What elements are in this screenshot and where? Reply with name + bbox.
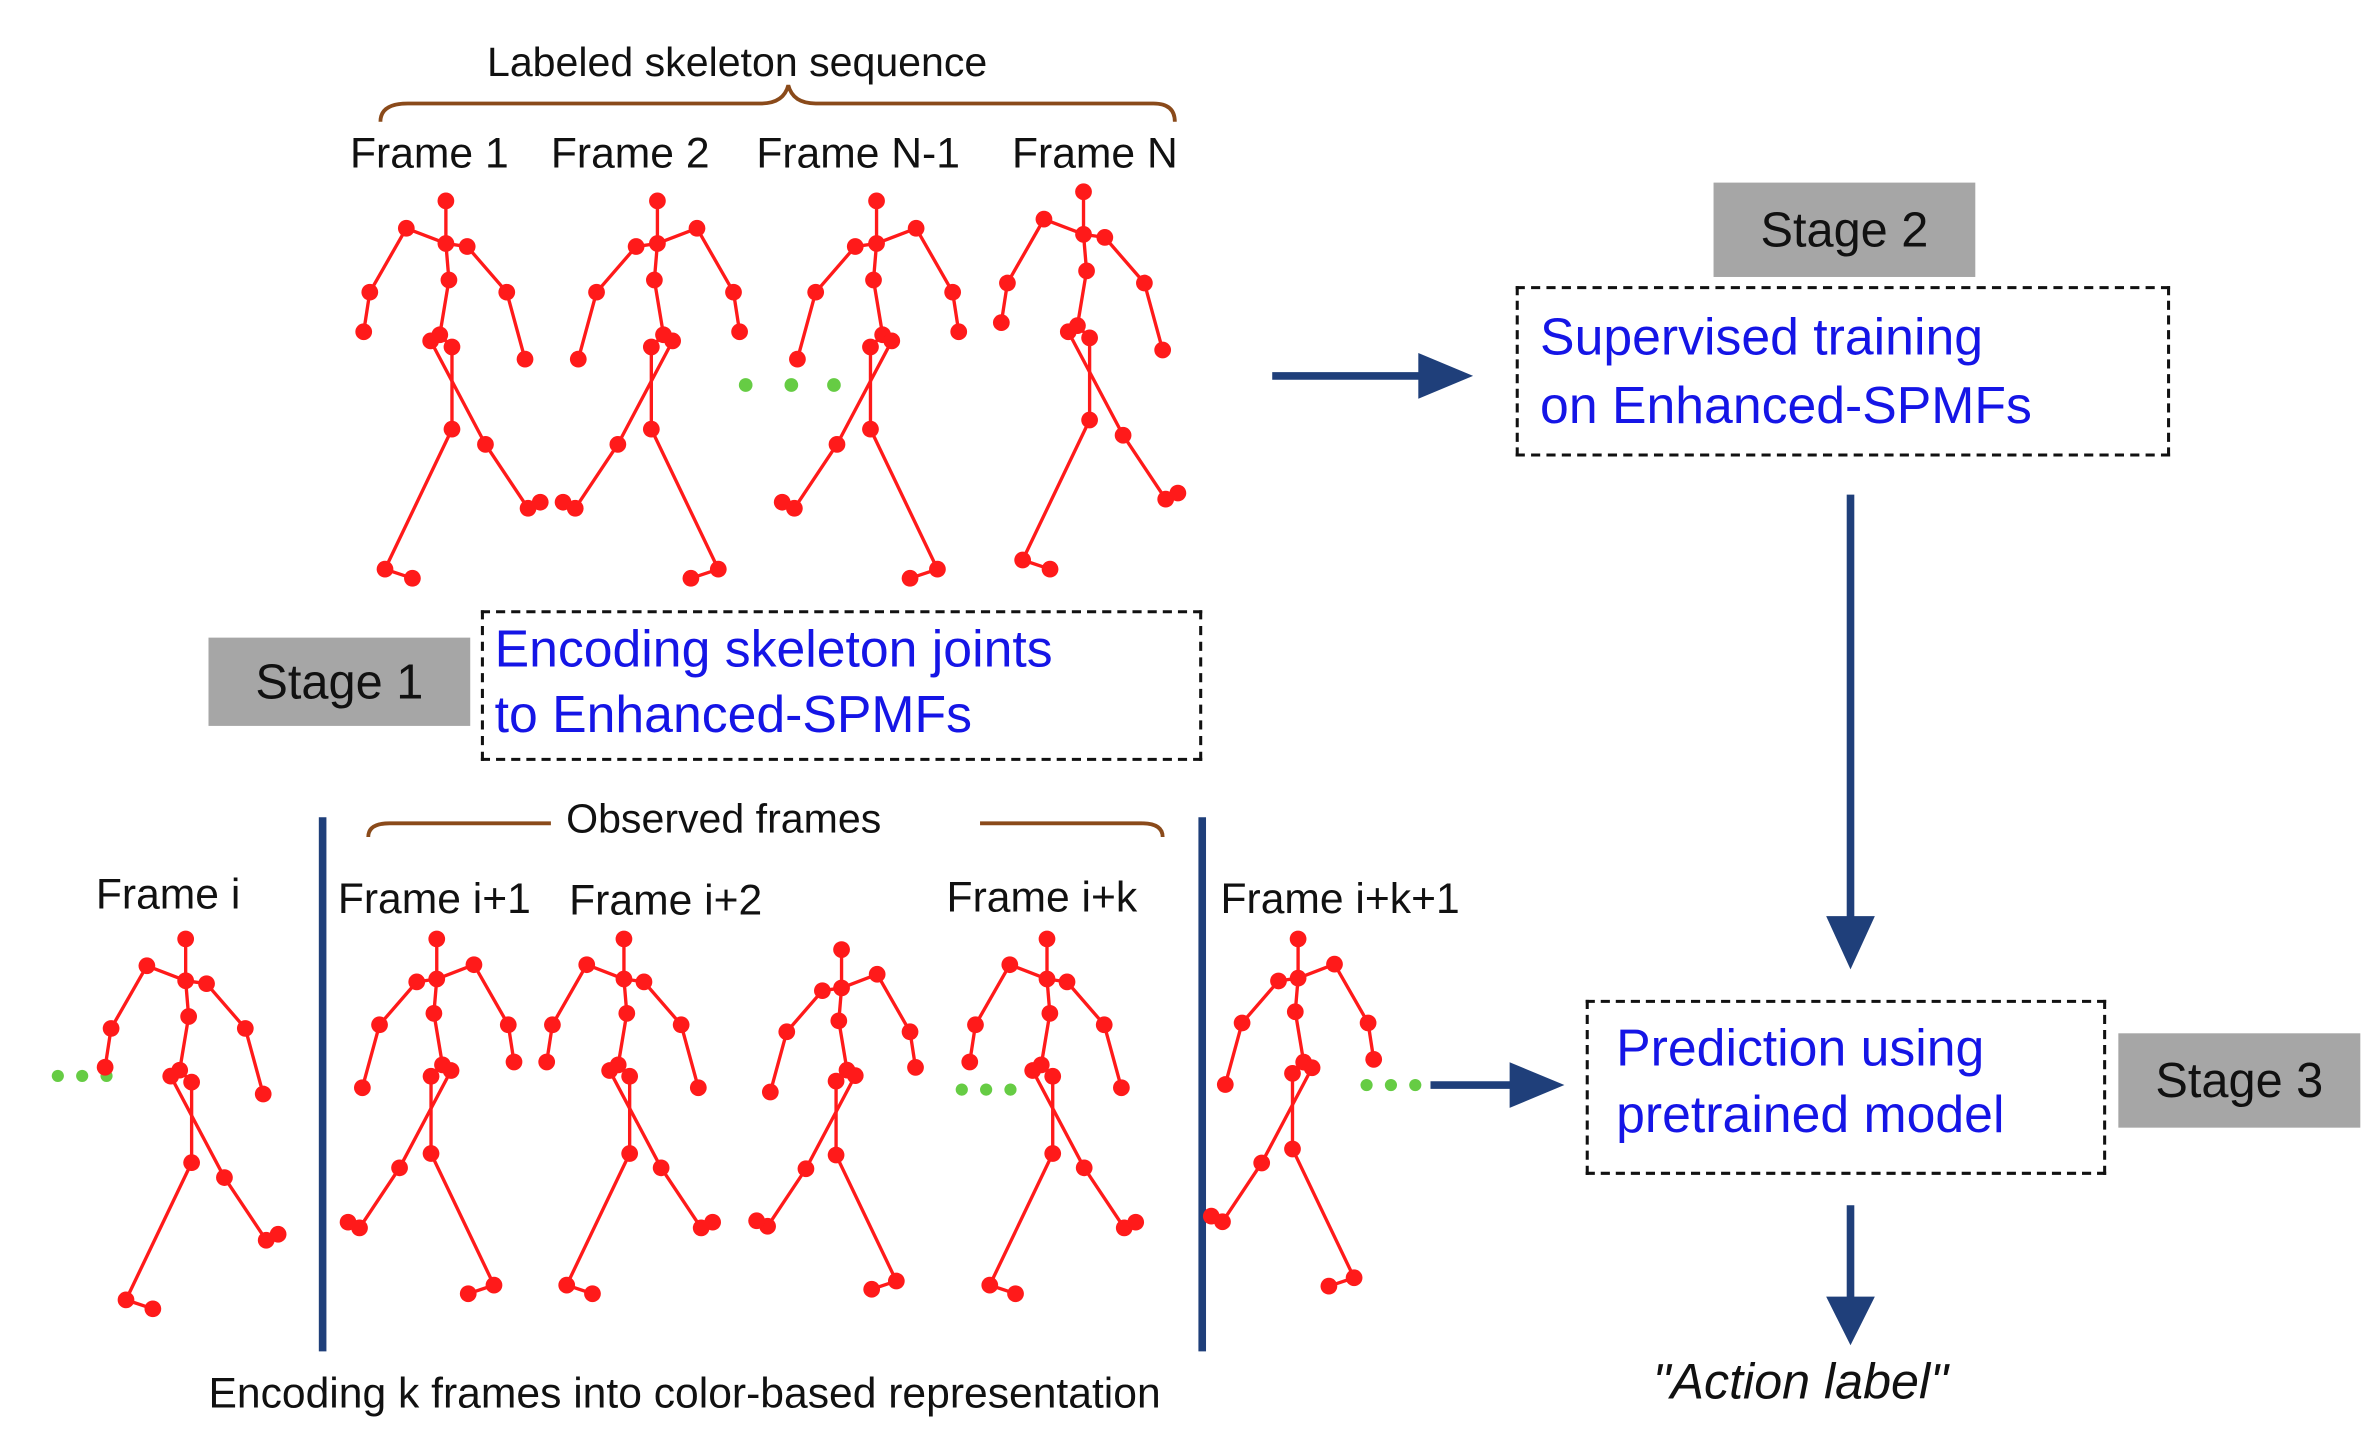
arrow-sequence-to-stage2 bbox=[1272, 353, 1474, 399]
skeleton-figure bbox=[748, 941, 924, 1298]
frame-label-i: Frame i bbox=[95, 870, 241, 918]
skeleton-figure bbox=[339, 930, 523, 1303]
frame-label-ik: Frame i+k bbox=[946, 873, 1138, 921]
stage1-badge: Stage 1 bbox=[208, 637, 471, 726]
stage2-box bbox=[1515, 286, 2171, 457]
stage3-box bbox=[1585, 999, 2107, 1175]
skeleton-figure bbox=[538, 930, 721, 1303]
arrow-frames-to-stage3 bbox=[1430, 1062, 1565, 1108]
labeled-sequence-title: Labeled skeleton sequence bbox=[486, 39, 988, 86]
frame-label-n: Frame N bbox=[1011, 129, 1178, 177]
arrow-stage2-to-stage3 bbox=[1826, 494, 1875, 970]
observed-frames-title: Observed frames bbox=[566, 795, 882, 842]
skeleton-figure bbox=[554, 192, 748, 587]
stage3-badge: Stage 3 bbox=[2118, 1033, 2361, 1128]
stage2-text-line2: on Enhanced-SPMFs bbox=[1540, 377, 2032, 436]
frame-label-n-1: Frame N-1 bbox=[756, 129, 960, 177]
skeleton-figure bbox=[355, 192, 549, 587]
frame-label-1: Frame 1 bbox=[350, 129, 509, 177]
frame-label-i1: Frame i+1 bbox=[337, 875, 531, 923]
skeleton-figure bbox=[1202, 930, 1383, 1295]
stage1-text-line2: to Enhanced-SPMFs bbox=[494, 686, 972, 745]
stage1-box bbox=[480, 610, 1203, 761]
frame-label-ik1: Frame i+k+1 bbox=[1220, 875, 1460, 923]
encoding-caption: Encoding k frames into color-based repre… bbox=[208, 1369, 1161, 1417]
stage2-badge: Stage 2 bbox=[1713, 182, 1976, 277]
stage3-text-line1: Prediction using bbox=[1616, 1019, 1985, 1078]
frame-label-i2: Frame i+2 bbox=[569, 876, 763, 924]
stage3-text-line2: pretrained model bbox=[1616, 1086, 2005, 1145]
skeleton-figure bbox=[961, 930, 1145, 1303]
arrow-stage3-to-label bbox=[1826, 1205, 1875, 1346]
ellipsis-dots bbox=[51, 378, 1422, 1096]
stage1-text-line1: Encoding skeleton joints bbox=[494, 620, 1053, 679]
skeleton-figure bbox=[773, 192, 968, 587]
skeleton-figure bbox=[96, 930, 287, 1318]
action-label-output: "Action label" bbox=[1652, 1352, 1948, 1410]
stage2-text-line1: Supervised training bbox=[1540, 308, 1984, 367]
skeleton-figures bbox=[96, 183, 1383, 1318]
skeleton-figure bbox=[992, 183, 1187, 578]
frame-label-2: Frame 2 bbox=[550, 129, 710, 177]
